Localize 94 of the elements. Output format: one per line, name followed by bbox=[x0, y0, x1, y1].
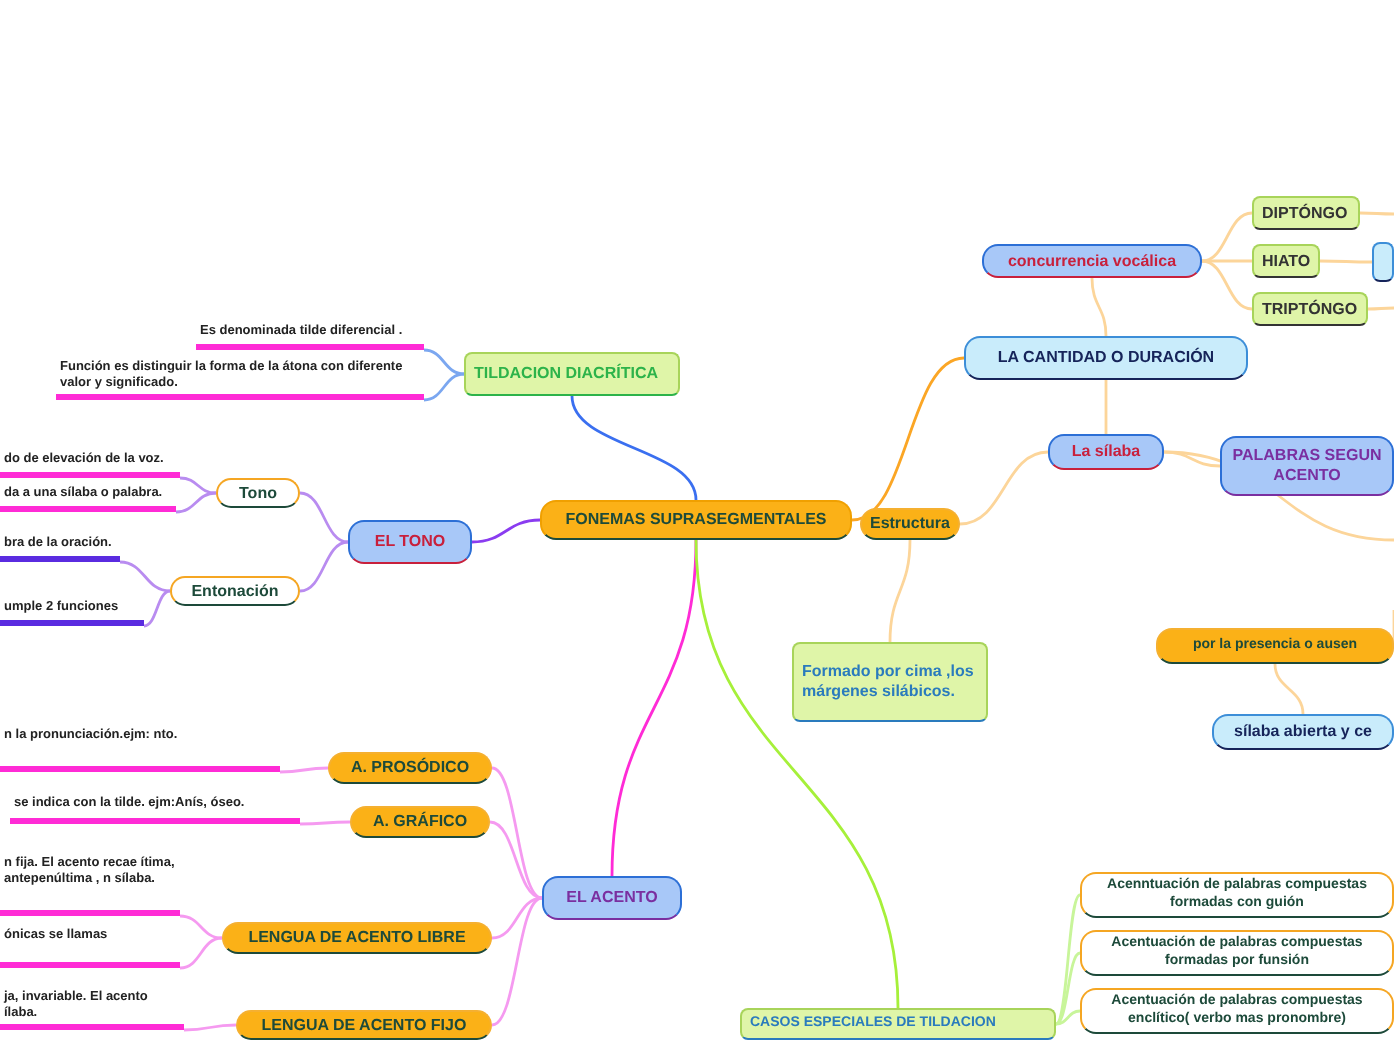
connector-line bbox=[694, 539, 900, 1009]
topic-label: EL TONO bbox=[374, 532, 446, 552]
topic-label: concurrencia vocálica bbox=[1007, 251, 1177, 271]
connector-line bbox=[1320, 259, 1372, 264]
topic-label: sílaba abierta y ce bbox=[1234, 722, 1372, 742]
connector-line bbox=[299, 491, 349, 544]
connector-line bbox=[1273, 663, 1305, 715]
connector-line bbox=[471, 518, 541, 544]
connector-line bbox=[143, 589, 171, 628]
topic-label: Entonación bbox=[191, 581, 279, 601]
connector-line bbox=[1163, 450, 1221, 468]
topic-box bbox=[792, 642, 988, 722]
connector-line bbox=[491, 896, 543, 1027]
connector-line bbox=[1104, 380, 1108, 434]
connector-line bbox=[179, 914, 223, 940]
topic-box bbox=[170, 576, 300, 606]
connector-line bbox=[491, 896, 543, 940]
connector-line bbox=[1090, 277, 1108, 337]
connector-line bbox=[1055, 893, 1081, 1026]
empty-topic-box bbox=[1372, 242, 1394, 282]
connector-line bbox=[299, 540, 349, 593]
topic-box bbox=[216, 478, 300, 508]
topic-box bbox=[1048, 434, 1164, 470]
underlined-note bbox=[0, 536, 120, 562]
connector-line bbox=[300, 820, 350, 826]
connector-line bbox=[1055, 1009, 1081, 1026]
topic-label: A. PROSÓDICO bbox=[350, 758, 470, 778]
topic-box bbox=[328, 752, 492, 784]
connector-line bbox=[610, 539, 698, 877]
connector-line bbox=[489, 820, 543, 900]
connector-line bbox=[423, 348, 465, 376]
topic-box bbox=[1252, 244, 1320, 278]
topic-box bbox=[860, 508, 960, 540]
underlined-note bbox=[0, 728, 280, 772]
topic-label: Formado por cima ,los márgenes silábicos. bbox=[802, 662, 976, 702]
topic-box bbox=[540, 500, 852, 540]
topic-box bbox=[1252, 292, 1368, 326]
connector-line bbox=[179, 476, 217, 495]
topic-box bbox=[740, 1008, 1056, 1040]
connector-line bbox=[1368, 306, 1394, 311]
topic-label: FONEMAS SUPRASEGMENTALES bbox=[565, 510, 827, 530]
topic-label: EL ACENTO bbox=[566, 888, 658, 908]
underlined-note bbox=[0, 990, 184, 1030]
underlined-note bbox=[0, 486, 176, 512]
topic-label: TILDACION DIACRÍTICA bbox=[474, 364, 658, 384]
topic-label: LENGUA DE ACENTO FIJO bbox=[261, 1015, 467, 1035]
topic-box bbox=[464, 352, 680, 396]
underlined-note bbox=[0, 600, 144, 626]
connector-line bbox=[851, 356, 965, 522]
topic-box bbox=[350, 806, 490, 838]
topic-label: A. GRÁFICO bbox=[372, 812, 468, 832]
connector-line bbox=[1201, 211, 1253, 263]
topic-label: PALABRAS SEGUN ACENTO bbox=[1230, 446, 1384, 486]
connector-line bbox=[175, 491, 217, 514]
connector-line bbox=[179, 936, 223, 970]
connector-line bbox=[1055, 951, 1081, 1026]
topic-box bbox=[1156, 628, 1394, 664]
underlined-note bbox=[0, 856, 180, 916]
connector-line bbox=[959, 450, 1049, 526]
topic-box bbox=[1212, 714, 1394, 750]
topic-label: DIPTÓNGO bbox=[1262, 203, 1348, 223]
underlined-note bbox=[196, 324, 424, 350]
connector-line bbox=[1360, 211, 1394, 216]
topic-box bbox=[222, 922, 492, 954]
connector-line bbox=[1202, 259, 1252, 263]
underlined-note bbox=[56, 360, 424, 400]
topic-box bbox=[236, 1010, 492, 1040]
topic-box bbox=[348, 520, 472, 564]
underlined-note bbox=[0, 928, 180, 968]
connector-line bbox=[888, 539, 912, 643]
topic-box bbox=[1220, 436, 1394, 496]
connector-line bbox=[1201, 259, 1253, 311]
topic-label: Tono bbox=[239, 483, 277, 503]
underlined-note bbox=[10, 796, 300, 824]
topic-label: TRIPTÓNGO bbox=[1262, 299, 1358, 319]
topic-label: LENGUA DE ACENTO LIBRE bbox=[248, 928, 466, 948]
topic-box bbox=[982, 244, 1202, 278]
topic-label: LA CANTIDAD O DURACIÓN bbox=[997, 348, 1215, 368]
topic-label: Estructura bbox=[869, 514, 950, 534]
connector-line bbox=[183, 1023, 237, 1032]
topic-box bbox=[542, 876, 682, 920]
topic-label: HIATO bbox=[1262, 251, 1311, 271]
topic-box bbox=[1252, 196, 1360, 230]
connector-line bbox=[491, 766, 543, 900]
connector-line bbox=[423, 372, 465, 402]
topic-box bbox=[1080, 930, 1394, 976]
connector-line bbox=[119, 560, 171, 593]
underlined-note bbox=[0, 452, 180, 478]
topic-box bbox=[1080, 988, 1394, 1034]
topic-box bbox=[964, 336, 1248, 380]
topic-box bbox=[1080, 872, 1394, 918]
connector-line bbox=[570, 395, 698, 501]
topic-label: La sílaba bbox=[1071, 442, 1141, 462]
connector-line bbox=[280, 766, 328, 774]
